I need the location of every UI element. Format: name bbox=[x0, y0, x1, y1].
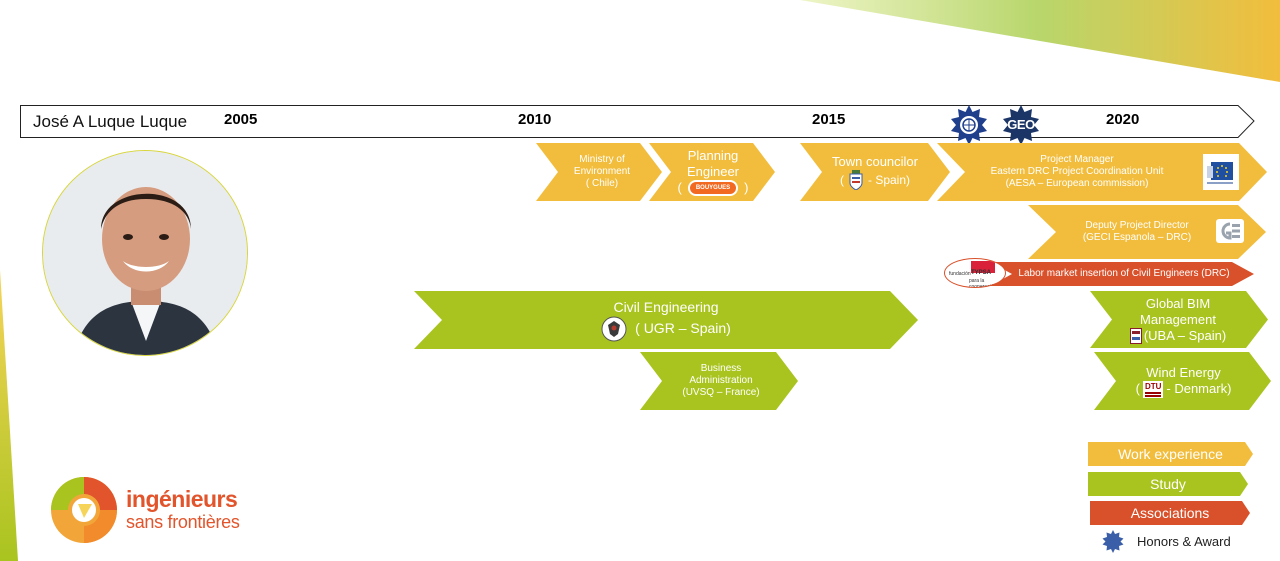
legend-associations: Associations bbox=[1090, 501, 1250, 525]
year-2020: 2020 bbox=[1106, 111, 1140, 128]
brand-name-line1: ingénieurs bbox=[126, 486, 238, 512]
legend-study-text: Study bbox=[1150, 476, 1186, 492]
study-wind-paren-open: ( bbox=[1135, 381, 1140, 396]
european-commission-logo-icon bbox=[1203, 154, 1239, 190]
study-global-bim: Global BIM Management (UBA – Spain) bbox=[1090, 291, 1268, 348]
town-crest-icon bbox=[849, 170, 863, 190]
geo-award-icon bbox=[1003, 105, 1039, 145]
legend-work-text: Work experience bbox=[1118, 446, 1223, 462]
work-planning-paren-open: ( bbox=[677, 180, 682, 195]
work-planning-line2: Engineer bbox=[686, 164, 740, 179]
year-2005: 2005 bbox=[224, 111, 258, 128]
study-bim-line2: Management bbox=[1140, 311, 1216, 327]
uba-crest-icon bbox=[1130, 328, 1142, 344]
study-bim-line3: (UBA – Spain) bbox=[1143, 327, 1227, 343]
work-deputy-line2: (GECI Espanola – DRC) bbox=[1082, 232, 1192, 243]
dtu-logo-icon: DTU bbox=[1143, 381, 1163, 398]
legend-work-experience: Work experience bbox=[1088, 442, 1253, 466]
work-planning-line1: Planning bbox=[687, 148, 739, 163]
study-business-line2: Administration bbox=[689, 375, 753, 386]
work-ministry-environment: Ministry of Environment ( Chile) bbox=[536, 143, 662, 201]
study-wind-suffix: - Denmark) bbox=[1166, 381, 1232, 396]
typsa-foundation-logo-icon: fundación TYPSA para la cooperación bbox=[944, 258, 1006, 288]
work-planning-paren-close: ) bbox=[744, 180, 749, 195]
work-ministry-line1: Ministry of bbox=[579, 154, 625, 165]
work-town-suffix: - Spain) bbox=[867, 173, 911, 187]
study-business-admin: Business Administration (UVSQ – France) bbox=[640, 352, 798, 410]
study-civil-engineering: Civil Engineering ( UGR – Spain) bbox=[414, 291, 918, 349]
profile-photo bbox=[42, 150, 248, 356]
work-town-line1: Town councilor bbox=[832, 154, 918, 169]
work-town-paren-open: ( bbox=[839, 173, 844, 187]
year-2010: 2010 bbox=[518, 111, 552, 128]
legend-study: Study bbox=[1088, 472, 1248, 496]
work-pm-line1: Project Manager bbox=[1040, 154, 1114, 165]
timeline-arrow bbox=[20, 105, 1255, 138]
work-pm-line2: Eastern DRC Project Coordination Unit bbox=[990, 166, 1164, 177]
legend-honor-icon bbox=[1102, 530, 1124, 553]
geci-logo-icon bbox=[1216, 219, 1244, 243]
study-bim-line1: Global BIM bbox=[1145, 295, 1211, 311]
study-civil-line2: ( UGR – Spain) bbox=[635, 320, 731, 336]
study-civil-line1: Civil Engineering bbox=[613, 298, 719, 315]
assoc-labor-market: Labor market insertion of Civil Engineer… bbox=[990, 262, 1254, 286]
study-wind-line1: Wind Energy bbox=[1146, 364, 1221, 380]
person-avatar-icon bbox=[43, 151, 247, 355]
bouygues-logo-icon: BOUYGUES bbox=[688, 180, 738, 196]
isf-logo-icon bbox=[51, 477, 117, 543]
study-wind-energy: Wind Energy ( DTU - Denmark) bbox=[1094, 352, 1271, 410]
study-business-line1: Business bbox=[700, 363, 742, 374]
honor-badge-icon bbox=[951, 105, 987, 145]
brand-name-line2: sans frontières bbox=[126, 512, 240, 532]
legend-assoc-text: Associations bbox=[1130, 505, 1210, 521]
geo-award-label: GEO bbox=[1007, 117, 1035, 132]
person-name: José A Luque Luque bbox=[33, 112, 188, 131]
legend-honor-text: Honors & Award bbox=[1137, 534, 1231, 549]
work-ministry-line3: ( Chile) bbox=[585, 178, 619, 189]
work-pm-line3: (AESA – European commission) bbox=[1005, 178, 1149, 189]
study-business-line3: (UVSQ – France) bbox=[682, 387, 760, 398]
year-2015: 2015 bbox=[812, 111, 846, 128]
ugr-crest-icon bbox=[601, 316, 627, 342]
assoc-labor-text: Labor market insertion of Civil Engineer… bbox=[1018, 268, 1230, 279]
work-deputy-line1: Deputy Project Director bbox=[1085, 220, 1189, 231]
work-town-councilor: Town councilor ( - Spain) bbox=[800, 143, 950, 201]
work-ministry-line2: Environment bbox=[573, 166, 631, 177]
